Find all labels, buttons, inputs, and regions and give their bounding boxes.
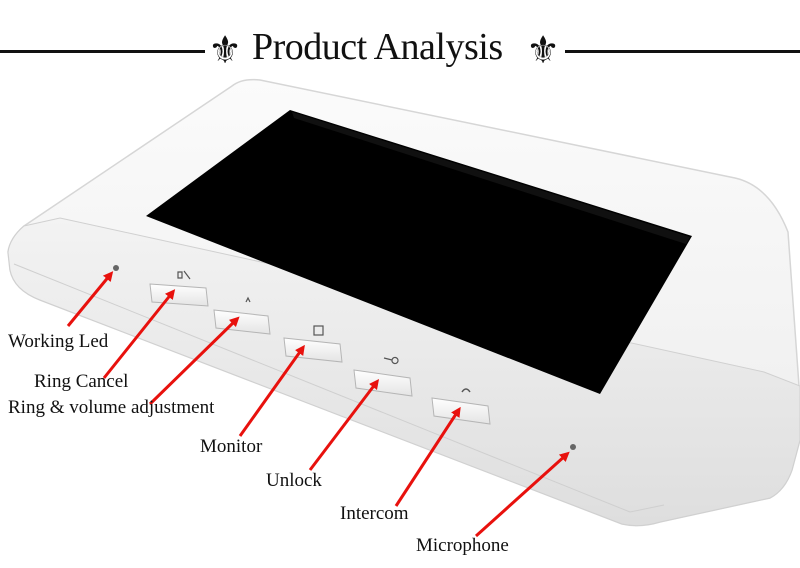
- label-ring-volume: Ring & volume adjustment: [8, 397, 215, 418]
- display-screen: [146, 110, 692, 394]
- label-ring-cancel: Ring Cancel: [34, 371, 129, 392]
- arrow-monitor: [238, 344, 305, 437]
- phone-handset-icon: [461, 388, 471, 393]
- intercom-button: [431, 388, 491, 425]
- arrow-ring-volume: [148, 316, 240, 406]
- arrow-working-led: [66, 271, 114, 327]
- fleur-de-lis-icon: ⚜: [208, 28, 243, 72]
- label-monitor: Monitor: [200, 436, 263, 457]
- arrow-intercom: [394, 406, 461, 507]
- header: ⚜ Product Analysis ⚜: [0, 0, 800, 100]
- arrow-ring-cancel: [102, 289, 176, 379]
- fleur-de-lis-icon: ⚜: [526, 28, 561, 72]
- arrow-microphone: [474, 451, 570, 538]
- arrow-unlock: [308, 379, 380, 471]
- mute-bell-icon: [177, 270, 191, 280]
- microphone-hole: [570, 444, 576, 450]
- page-title: Product Analysis: [252, 26, 503, 68]
- working-led: [113, 265, 119, 271]
- header-rule-left: [0, 50, 205, 53]
- header-rule-right: [565, 50, 800, 53]
- callout-arrows: [66, 271, 570, 538]
- label-working-led: Working Led: [8, 331, 109, 352]
- label-microphone: Microphone: [416, 535, 509, 556]
- music-note-icon: [245, 296, 251, 303]
- label-unlock: Unlock: [266, 470, 322, 491]
- label-intercom: Intercom: [340, 503, 409, 524]
- key-icon: [383, 356, 399, 365]
- unlock-button: [353, 356, 413, 397]
- monitor-icon: [313, 325, 324, 336]
